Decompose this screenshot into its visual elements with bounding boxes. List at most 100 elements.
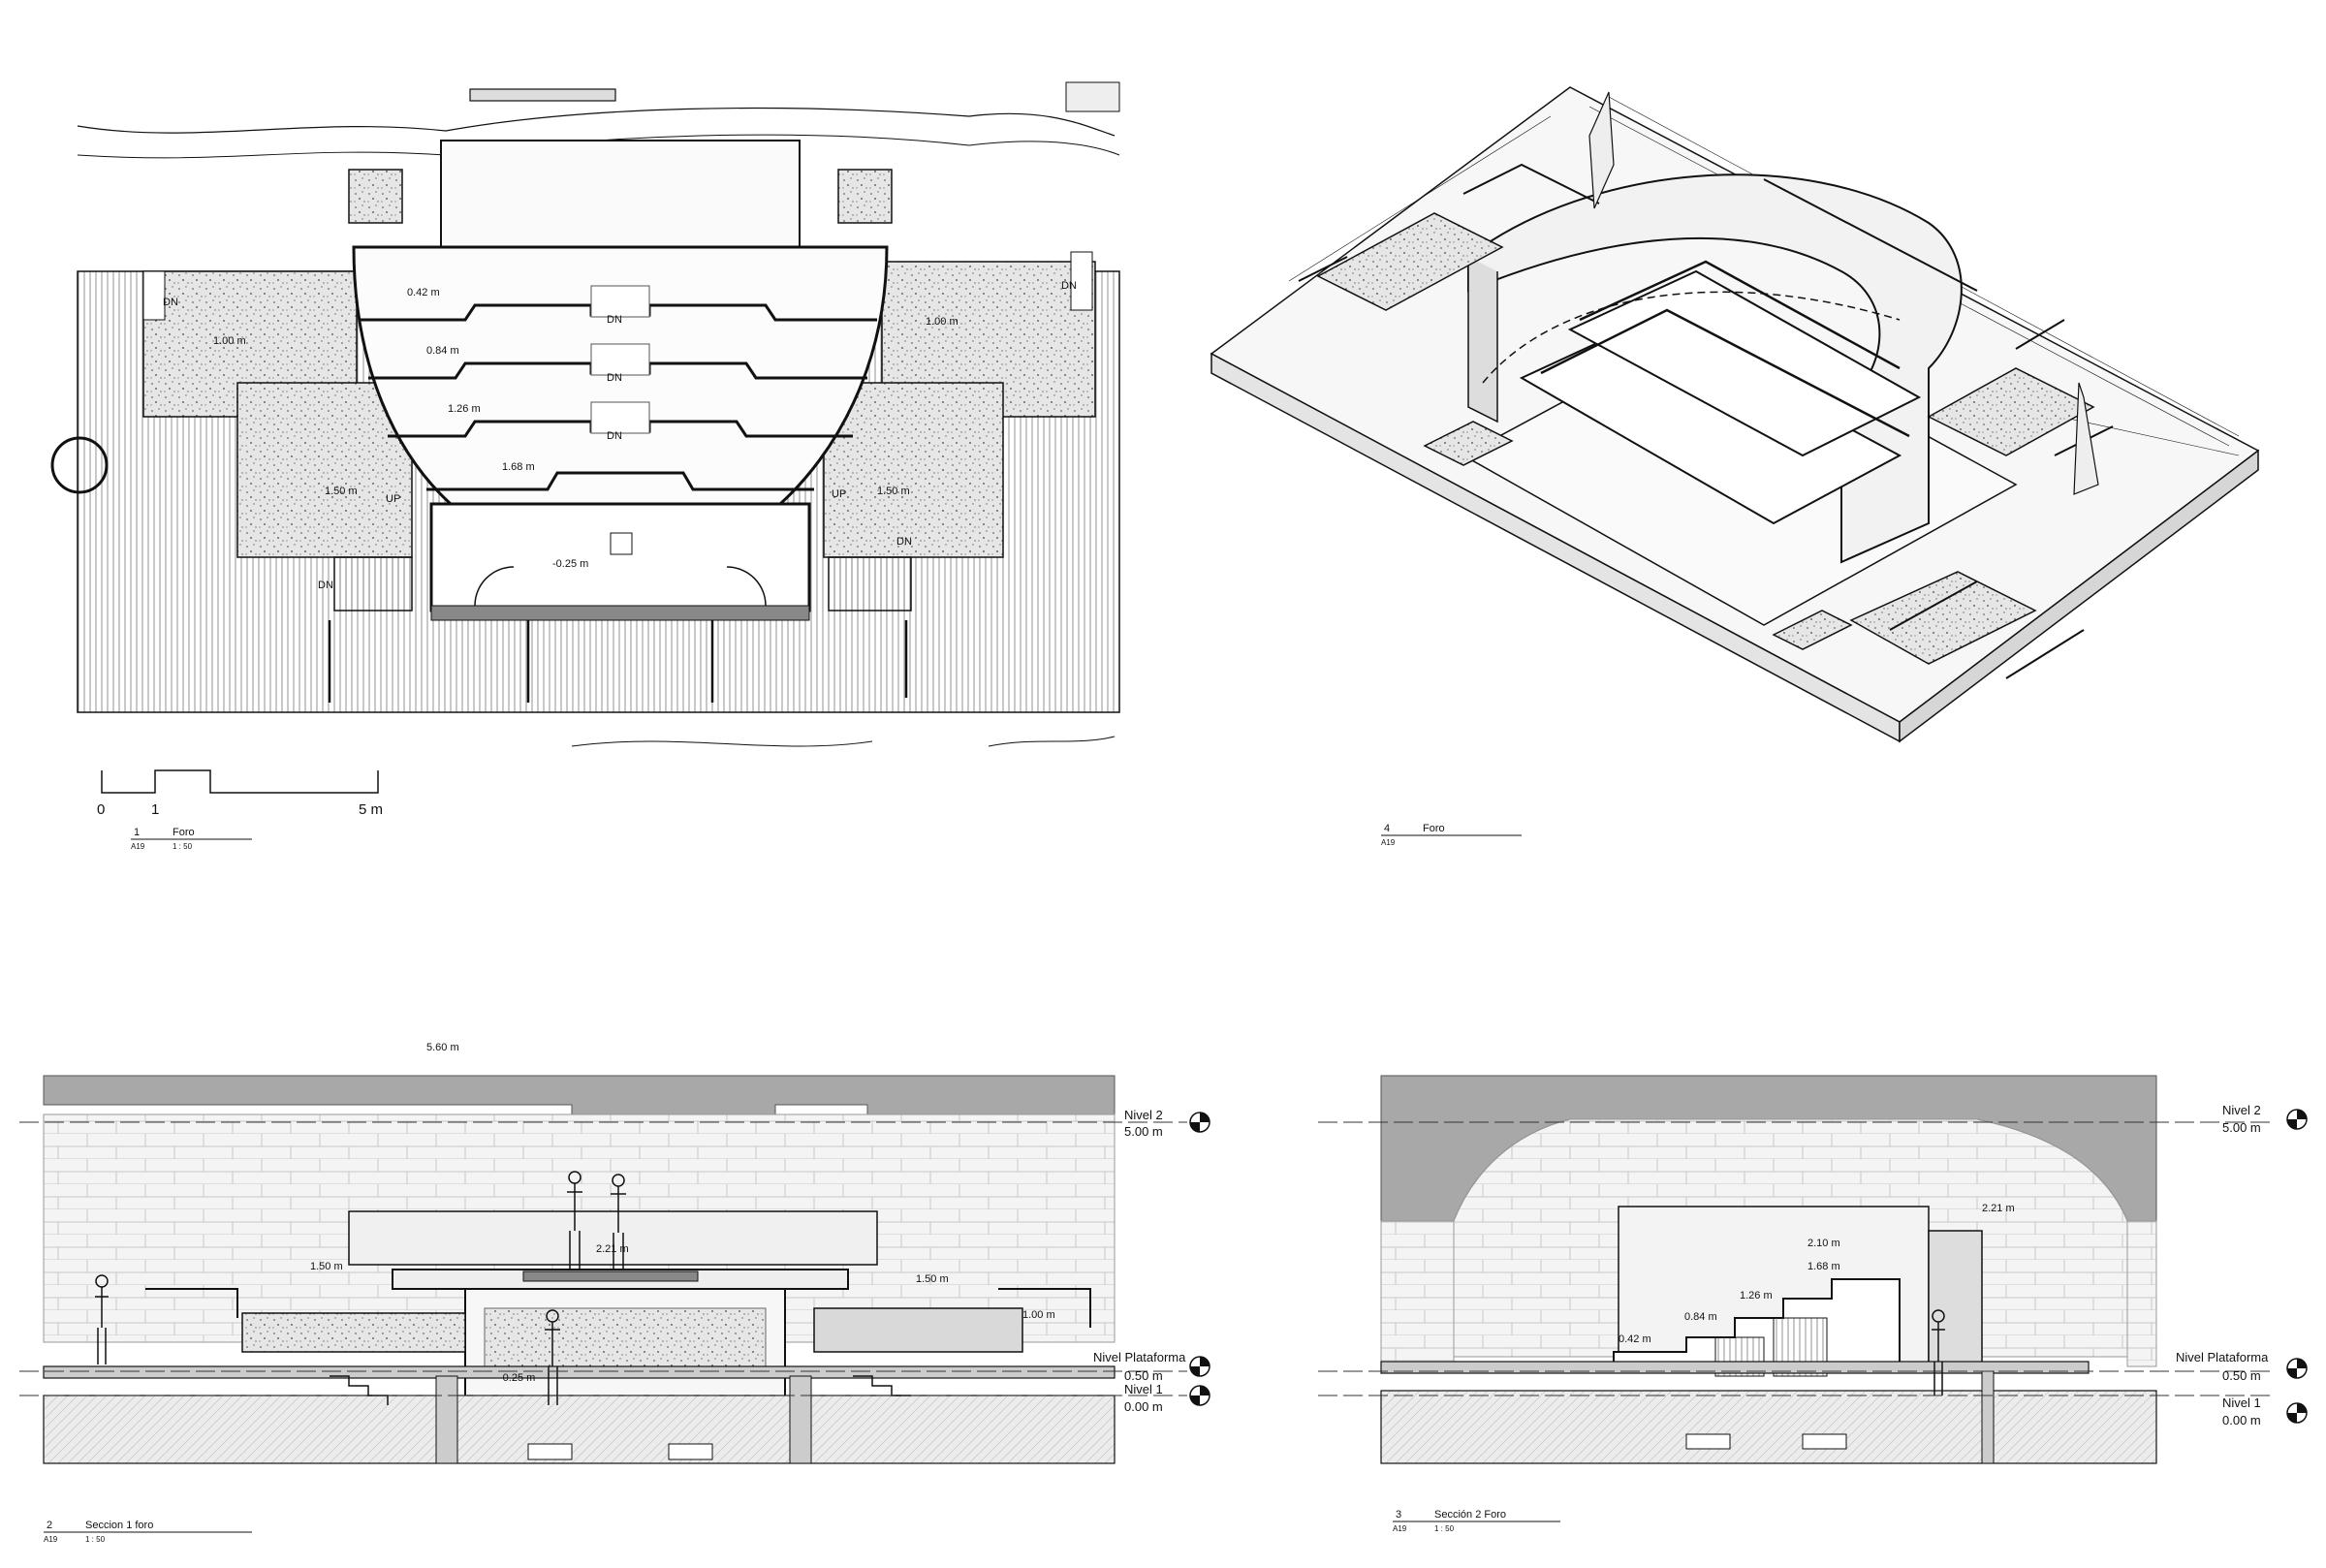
section1-title-block: 2 Seccion 1 foro A19 1 : 50 — [44, 1520, 252, 1544]
level-value: 5.00 m — [2222, 1120, 2261, 1135]
section1-ceiling — [43, 1075, 1116, 1115]
section1-view: 5.60 m 2.21 m 1.50 m 1.50 m 1.00 m -0.25… — [43, 1042, 1116, 1544]
plan-level-label: 0.84 m — [426, 345, 459, 357]
section1-dim: 1.00 m — [1022, 1309, 1055, 1321]
section2-dim: 0.84 m — [1684, 1311, 1717, 1323]
plan-up-label: UP — [832, 488, 846, 500]
section2-dim: 0.42 m — [1619, 1333, 1651, 1345]
svg-text:1 : 50: 1 : 50 — [173, 842, 193, 851]
plan-garden-right-lower — [823, 382, 1004, 558]
svg-text:A19: A19 — [1393, 1524, 1407, 1533]
svg-text:A19: A19 — [131, 842, 145, 851]
level-name: Nivel Plataforma — [1093, 1350, 1186, 1364]
plan-stair-right — [1070, 251, 1093, 311]
plan-entry-threshold — [430, 605, 810, 621]
axon-curved-wall — [1467, 173, 1963, 564]
plan-door-swings — [474, 566, 767, 607]
section1-footing — [435, 1375, 458, 1464]
section1-room-wall — [484, 1307, 767, 1377]
plan-stair-left — [142, 270, 166, 321]
axon-terrace — [1567, 269, 1922, 457]
level-name: Nivel 1 — [2222, 1396, 2261, 1410]
level-symbol — [1189, 1112, 1210, 1406]
section1-plataforma-slab — [43, 1365, 1116, 1379]
plan-step-block — [590, 285, 650, 318]
section1-footing — [789, 1375, 812, 1464]
level-symbol — [2286, 1109, 2308, 1424]
axon-garden — [1927, 367, 2095, 456]
plan-level-label: 1.00 m — [213, 335, 246, 347]
plan-dn-label: DN — [896, 536, 912, 548]
section1-dim: 2.21 m — [596, 1243, 629, 1255]
axon-terrace-edge — [1579, 260, 1901, 370]
svg-text:Sección 2 Foro: Sección 2 Foro — [1434, 1509, 1506, 1521]
plan-level-label: 1.68 m — [502, 461, 535, 473]
level-name: Nivel Plataforma — [2176, 1350, 2269, 1364]
section1-dim: -0.25 m — [499, 1372, 535, 1384]
section1-dim: 1.50 m — [916, 1273, 949, 1285]
plan-tier-4 — [426, 471, 814, 491]
plan-view: 0.42 m 0.84 m 1.26 m 1.68 m -0.25 m 1.00… — [50, 81, 1120, 851]
plan-pillar-right — [837, 169, 893, 224]
terrain-line — [77, 107, 1116, 137]
plan-level-label: 1.00 m — [926, 316, 959, 328]
plan-lower-room — [429, 502, 811, 612]
plan-column — [610, 532, 633, 555]
plan-dn-label: DN — [1061, 280, 1077, 292]
plan-garden-left-lower — [236, 382, 413, 558]
section1-duct — [527, 1443, 573, 1460]
level-value: 0.00 m — [2222, 1413, 2261, 1427]
plan-stage-back — [440, 140, 801, 248]
svg-text:4: 4 — [1384, 823, 1390, 834]
plan-title-block: 1 Foro A19 1 : 50 — [131, 827, 252, 851]
plan-step-block — [590, 343, 650, 376]
svg-text:1: 1 — [134, 827, 140, 838]
section1-stair — [853, 1375, 911, 1396]
level-name: Nivel 2 — [2222, 1103, 2261, 1117]
plan-dn-label: DN — [607, 314, 622, 326]
section2-column — [1928, 1230, 1983, 1372]
plan-stair-bottom-left — [333, 556, 413, 612]
level-value: 0.00 m — [1124, 1399, 1163, 1414]
svg-text:Foro: Foro — [173, 827, 195, 838]
section1-dim: 5.60 m — [426, 1042, 459, 1053]
section2-duct — [1802, 1433, 1847, 1450]
section2-side-right — [2126, 1220, 2157, 1367]
plan-dn-label: DN — [607, 372, 622, 384]
level-name: Nivel 1 — [1124, 1382, 1163, 1396]
plan-top-element — [469, 88, 616, 102]
section1-duct — [668, 1443, 713, 1460]
scale-bar-five: 5 m — [359, 801, 383, 818]
section2-level-markers: Nivel 2 5.00 m Nivel Plataforma 0.50 m N… — [1318, 1103, 2308, 1427]
plan-terrain-bottom — [571, 736, 1116, 747]
axon-terrace-edge — [1540, 308, 1910, 438]
level-name: Nivel 2 — [1124, 1108, 1163, 1122]
plan-top-block — [1065, 81, 1120, 112]
plan-up-label: UP — [386, 493, 400, 505]
section2-dim: 1.26 m — [1740, 1290, 1773, 1301]
section2-view: 2.21 m 2.10 m 1.68 m 1.26 m 0.84 m 0.42 … — [1380, 1075, 2157, 1533]
axon-wall-end — [1467, 257, 1498, 423]
plan-level-label: 1.26 m — [448, 403, 481, 415]
section1-bench-right — [813, 1307, 1023, 1353]
axon-garden — [1849, 571, 2037, 665]
section2-dim: 2.10 m — [1807, 1238, 1840, 1249]
section1-bench-left — [241, 1312, 466, 1353]
axon-base-side — [1899, 449, 2259, 743]
level-value: 5.00 m — [1124, 1124, 1163, 1139]
svg-text:A19: A19 — [1381, 838, 1396, 847]
axon-title-block: 4 Foro A19 — [1381, 823, 1522, 847]
section2-footing — [1981, 1370, 1995, 1464]
section1-people — [95, 1171, 626, 1405]
axon-sculpture — [2073, 382, 2099, 495]
section2-duct — [1685, 1433, 1731, 1450]
axon-planter — [1423, 421, 1514, 466]
plan-level-label: -0.25 m — [552, 558, 588, 570]
section1-platform-top — [522, 1270, 699, 1282]
plan-left-circle — [50, 436, 109, 494]
plan-step-block — [590, 401, 650, 434]
section1-ground — [43, 1395, 1116, 1464]
plan-stair-bottom-right — [828, 556, 912, 612]
svg-text:1 : 50: 1 : 50 — [85, 1535, 106, 1544]
